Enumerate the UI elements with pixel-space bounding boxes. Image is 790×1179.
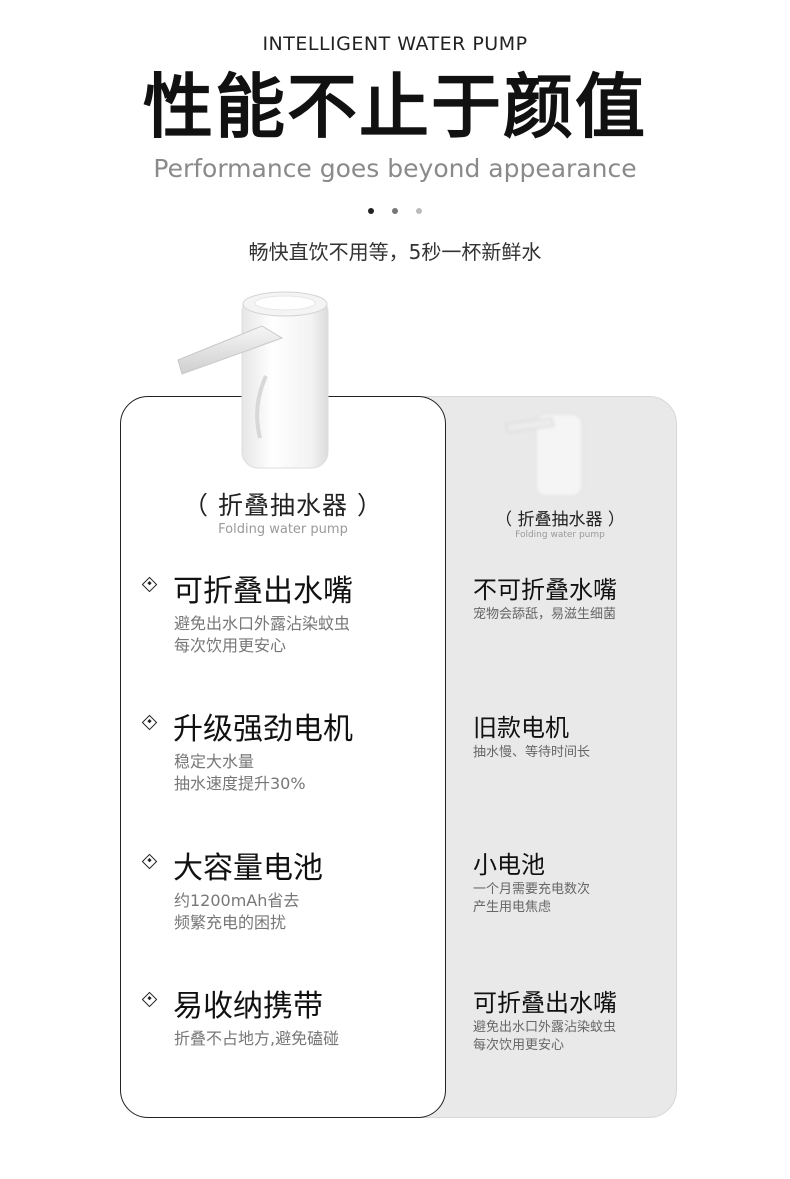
feature-title: 大容量电池 [173,851,323,886]
feature-title: 可折叠出水嘴 [473,989,617,1017]
feature-title: 旧款电机 [473,714,569,742]
feature-title: 不可折叠水嘴 [473,576,617,604]
new-product-title: （ 折叠抽水器 ） Folding water pump [120,486,446,537]
dot-1 [368,208,374,214]
feature-desc-line: 稳定大水量 [174,752,255,771]
feature-title: 升级强劲电机 [173,712,353,747]
new-product-name: （ 折叠抽水器 ） [183,491,383,520]
feature-desc-line: 抽水慢、等待时间长 [473,745,591,760]
feature-desc-line: 抽水速度提升30% [174,774,306,793]
page-title: 性能不止于颜值 [143,66,647,148]
page-subtitle: Performance goes beyond appearance [153,154,637,183]
feature-desc-line: 每次饮用更安心 [174,636,287,655]
feature-desc-line: 产生用电焦虑 [473,900,552,915]
old-product-name-en: Folding water pump [515,530,605,540]
folding-water-pump-image [177,291,329,469]
pagination-dots [0,208,790,214]
feature-desc-line: 每次饮用更安心 [473,1038,565,1053]
feature-desc-line: 约1200mAh省去 [174,891,300,910]
tagline: 畅快直饮不用等，5秒一杯新鲜水 [248,240,542,264]
old-product-name: （ 折叠抽水器 ） [495,510,625,530]
feature-desc-line: 避免出水口外露沾染蚊虫 [174,614,351,633]
new-product-name-en: Folding water pump [218,522,348,537]
feature-desc-line: 避免出水口外露沾染蚊虫 [473,1020,617,1035]
dot-3 [416,208,422,214]
feature-title: 易收纳携带 [173,989,323,1024]
feature-desc-line: 折叠不占地方,避免磕碰 [174,1029,340,1048]
feature-desc-line: 一个月需要充电数次 [473,882,591,897]
feature-desc-line: 宠物会舔舐，易滋生细菌 [473,607,617,622]
old-product-title: （ 折叠抽水器 ） Folding water pump [440,505,680,540]
feature-title: 小电池 [473,851,545,879]
dot-2 [392,208,398,214]
comparison-card-new [120,396,446,1118]
old-water-pump-image [505,413,583,497]
feature-desc-line: 频繁充电的困扰 [174,913,287,932]
feature-title: 可折叠出水嘴 [173,574,353,609]
eyebrow-text: INTELLIGENT WATER PUMP [262,33,528,55]
